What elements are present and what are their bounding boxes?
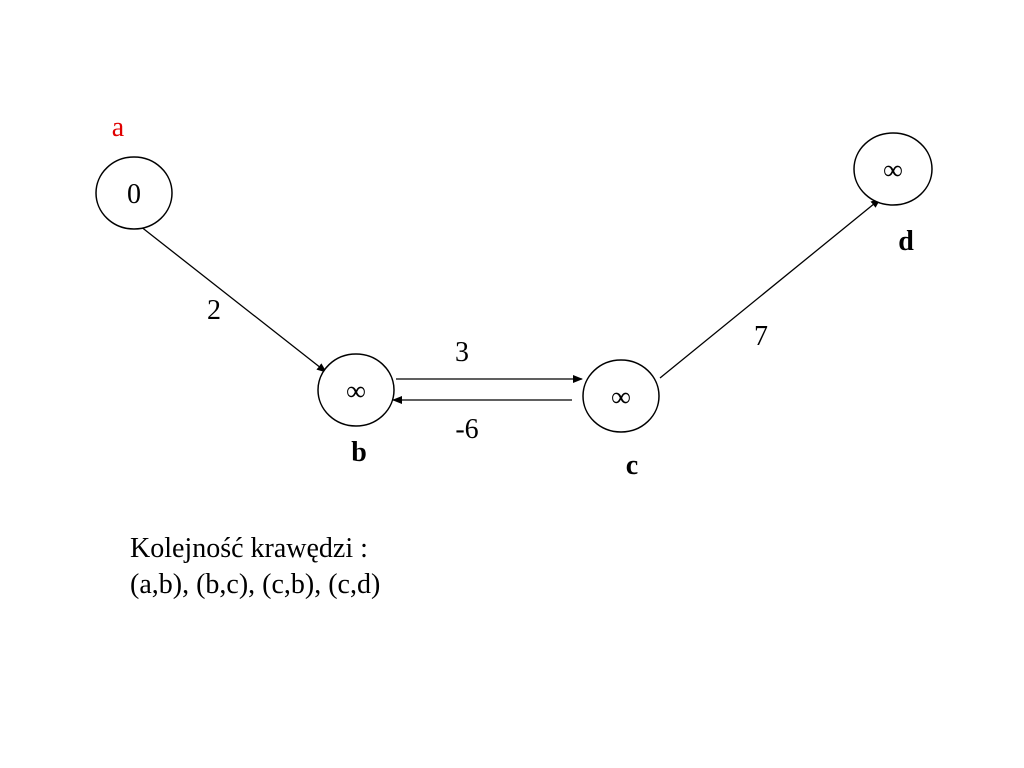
edge-weight-b-c: 3 [455, 337, 469, 368]
edge-b-c: 3 [396, 337, 583, 383]
edge-c-d: 7 [659, 198, 881, 379]
node-c: ∞c [582, 359, 660, 481]
edge-order-heading: Kolejność krawędzi : [130, 533, 368, 564]
node-circle-a [95, 156, 173, 230]
edge-weight-c-d: 7 [754, 321, 768, 352]
edges-layer: 2 3 -6 7 [139, 198, 881, 445]
node-circle-b [317, 353, 395, 427]
node-circle-c [582, 359, 660, 433]
node-distance-b: ∞ [346, 376, 366, 407]
node-d: ∞d [853, 132, 933, 257]
edge-weight-a-b: 2 [207, 295, 221, 326]
edge-c-b: -6 [392, 396, 572, 445]
node-circle-d [853, 132, 933, 206]
node-a: 0a [95, 112, 173, 230]
node-label-b: b [351, 437, 367, 468]
node-label-a: a [112, 112, 125, 143]
node-distance-a: 0 [127, 179, 141, 210]
edge-order-caption: Kolejność krawędzi : (a,b), (b,c), (c,b)… [130, 531, 380, 603]
node-label-c: c [626, 450, 638, 481]
node-b: ∞b [317, 353, 395, 468]
edge-arrow-c-d [659, 198, 881, 379]
node-distance-c: ∞ [611, 382, 631, 413]
edge-weight-c-b: -6 [455, 414, 478, 445]
edge-order-list: (a,b), (b,c), (c,b), (c,d) [130, 569, 381, 600]
edge-arrow-a-b [139, 225, 327, 373]
node-distance-d: ∞ [883, 155, 903, 186]
edge-a-b: 2 [139, 225, 327, 373]
node-label-d: d [898, 226, 914, 257]
nodes-layer: 0a∞b∞c∞d [95, 112, 933, 481]
